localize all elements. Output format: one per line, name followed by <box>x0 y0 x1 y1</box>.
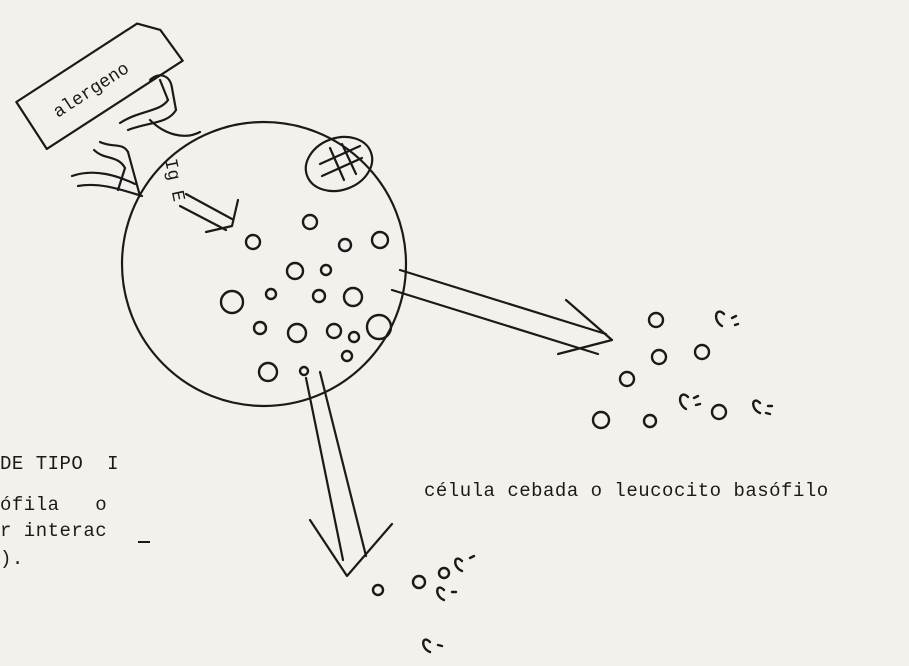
allergen-box: alergeno <box>16 14 182 149</box>
release-arrow-right <box>392 270 612 354</box>
ige-antibody-bottom <box>72 142 142 196</box>
nucleus <box>298 128 380 200</box>
left-text-line-2: ófila o <box>0 493 107 517</box>
entry-arrow <box>180 194 238 232</box>
cell-caption: célula cebada o leucocito basófilo <box>424 479 829 503</box>
left-text-line-4: ). <box>0 547 24 571</box>
underline-c <box>138 541 150 543</box>
left-text-line-3: r interac <box>0 519 107 543</box>
release-arrow-down <box>306 372 392 576</box>
ige-antibody-top <box>120 75 200 135</box>
granules <box>221 215 391 381</box>
allergen-label: alergeno <box>50 59 133 123</box>
left-text-line-1: DE TIPO I <box>0 452 119 476</box>
released-granules-down <box>373 556 474 652</box>
released-granules-right <box>593 312 772 428</box>
